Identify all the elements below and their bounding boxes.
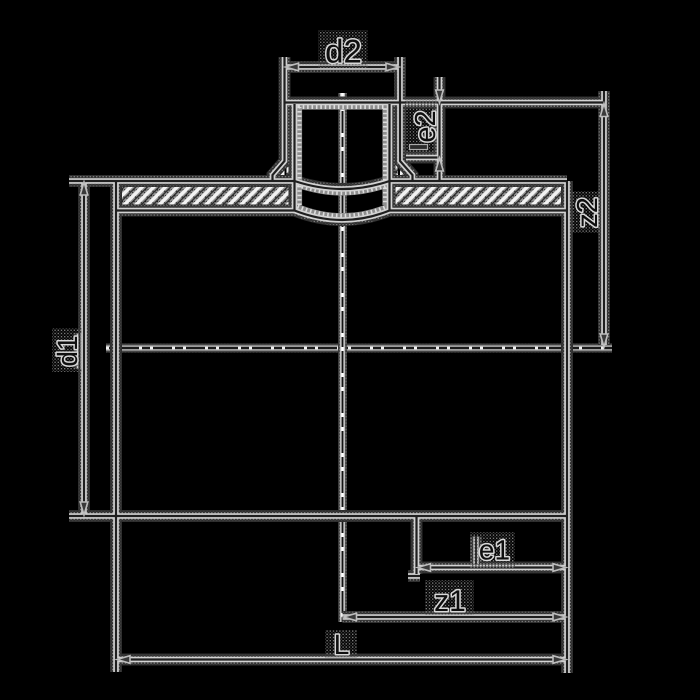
svg-text:e1: e1 xyxy=(479,535,510,566)
svg-text:e2: e2 xyxy=(410,110,442,142)
svg-text:z1: z1 xyxy=(434,585,466,618)
svg-text:d2: d2 xyxy=(325,33,362,70)
svg-text:L: L xyxy=(334,629,350,660)
svg-text:d1: d1 xyxy=(52,335,83,366)
svg-text:z2: z2 xyxy=(572,197,604,228)
